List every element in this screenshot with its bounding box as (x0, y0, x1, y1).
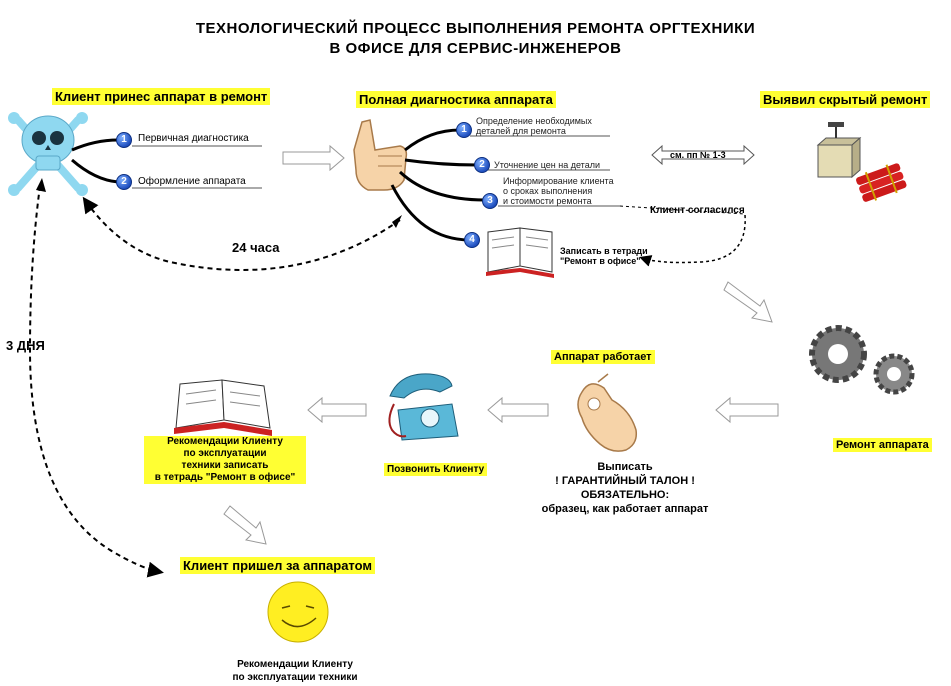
diag-step-badge: 2 (474, 157, 490, 173)
diag-step-label: Уточнение цен на детали (494, 160, 600, 170)
days-label: 3 ДНЯ (6, 338, 45, 353)
hidden-repair-header: Выявил скрытый ремонт (760, 91, 931, 108)
step-badge: 2 (116, 174, 132, 190)
repair-label: Ремонт аппарата (833, 438, 932, 452)
full-diag-header: Полная диагностика аппарата (356, 91, 556, 108)
page-title-line1: ТЕХНОЛОГИЧЕСКИЙ ПРОЦЕСС ВЫПОЛНЕНИЯ РЕМОН… (195, 20, 756, 37)
ok-hand-icon (577, 373, 638, 452)
client-came-header: Клиент пришел за аппаратом (180, 557, 376, 574)
page-title-line2: В ОФИСЕ ДЛЯ СЕРВИС-ИНЖЕНЕРОВ (329, 40, 622, 57)
notebook-large-icon (174, 379, 272, 436)
hours-label: 24 часа (232, 240, 280, 255)
notebook-note: Записать в тетради"Ремонт в офисе" (560, 246, 648, 266)
step-label: Оформление аппарата (138, 176, 246, 187)
telephone-icon (388, 373, 459, 441)
client-brought-header: Клиент принес аппарат в ремонт (52, 88, 271, 105)
diag-step-badge: 3 (482, 193, 498, 209)
step-badge: 1 (116, 132, 132, 148)
skull-icon (8, 112, 88, 196)
pointing-hand-icon (353, 119, 408, 191)
step-label: Первичная диагностика (138, 133, 249, 144)
call-client-label: Позвонить Клиенту (384, 463, 488, 476)
works-note: Выписать! ГАРАНТИЙНЫЙ ТАЛОН !ОБЯЗАТЕЛЬНО… (541, 461, 709, 515)
client-agreed-label: Клиент согласился (650, 205, 745, 216)
detonator-icon (816, 122, 907, 202)
works-header: Аппарат работает (551, 350, 655, 364)
diag-step-badge: 1 (456, 122, 472, 138)
hidden-repair-ref: см. пп № 1-3 (670, 150, 726, 160)
diag-step-badge: 4 (464, 232, 480, 248)
gears-icon (809, 325, 915, 395)
notebook-icon (486, 227, 554, 278)
smiley-icon (267, 581, 329, 643)
